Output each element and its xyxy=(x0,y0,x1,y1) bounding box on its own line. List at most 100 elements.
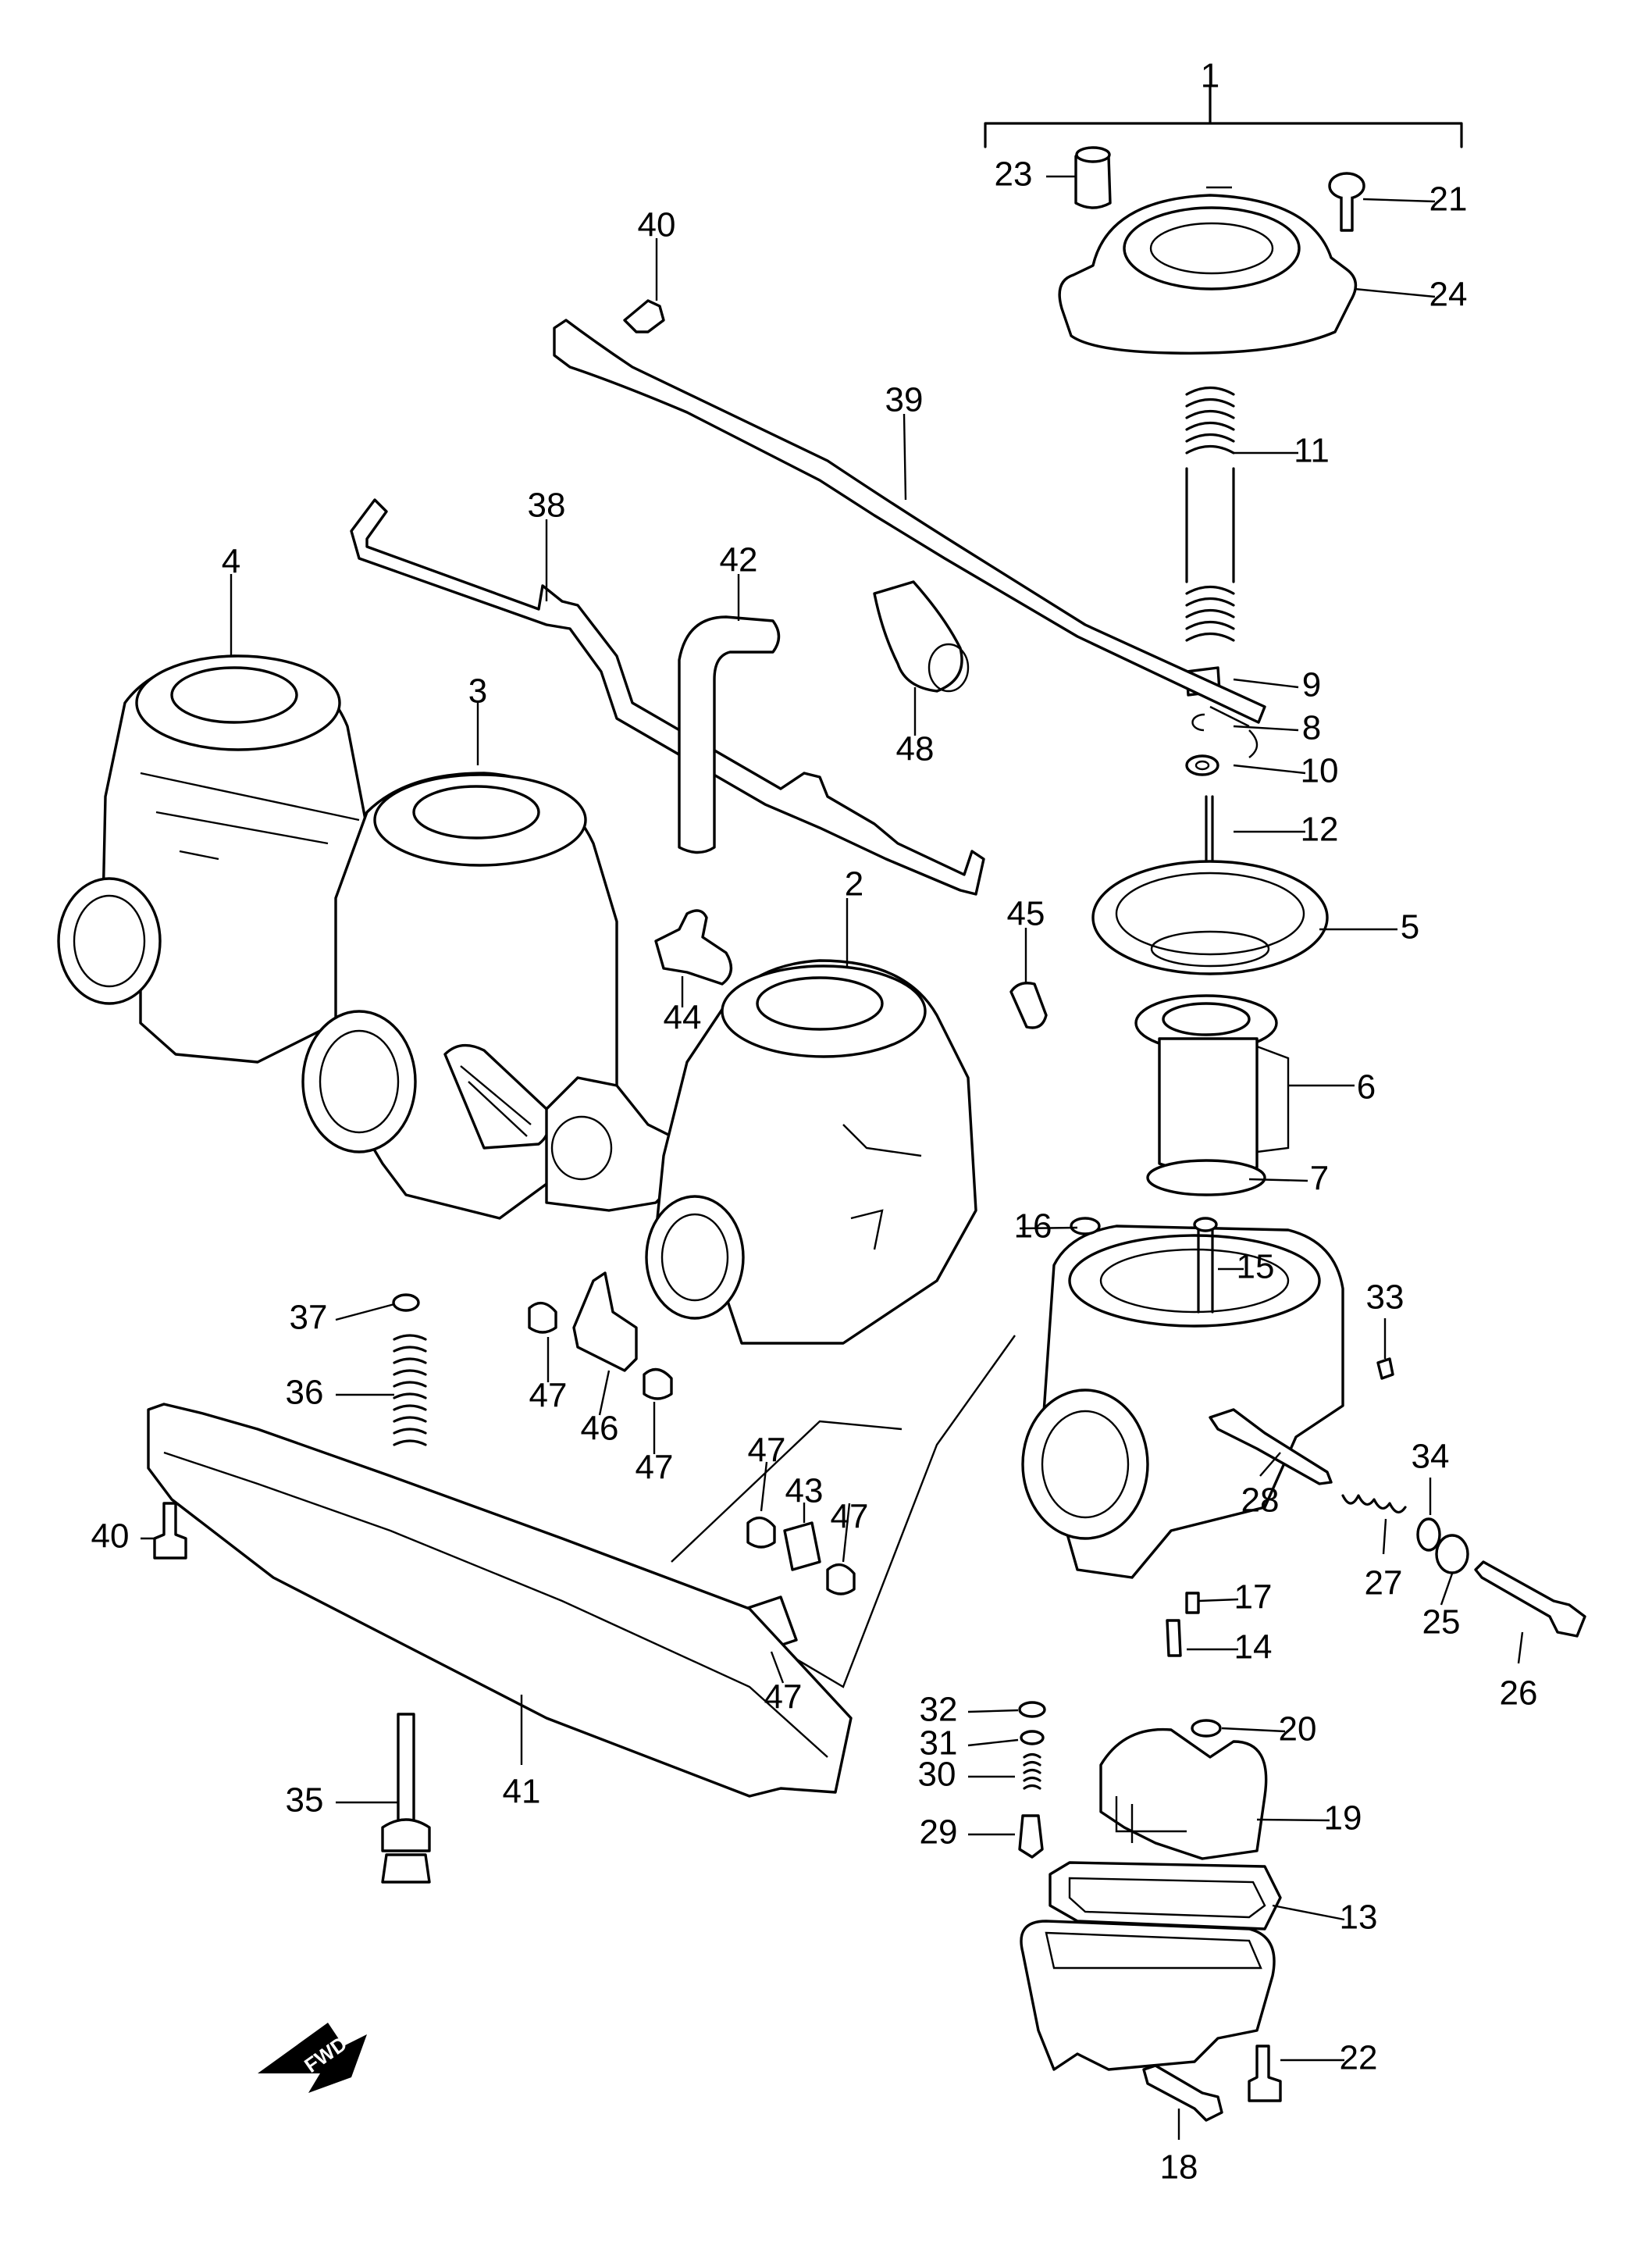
callout-label: 27 xyxy=(1365,1564,1403,1603)
callout-label: 2 xyxy=(845,865,863,904)
diagram-artwork xyxy=(57,84,1586,2122)
needle-valve-spring xyxy=(1023,1752,1041,1790)
float-chamber xyxy=(1020,1920,1276,2071)
main-jet xyxy=(1166,1619,1182,1657)
lower-mounting-plate xyxy=(147,1403,853,1798)
leader-line xyxy=(967,1709,1019,1713)
callout-label: 4 xyxy=(222,543,240,581)
callout-label: 41 xyxy=(503,1773,541,1811)
pilot-spring xyxy=(1341,1494,1407,1513)
leader-line xyxy=(903,413,907,501)
callout-label: 48 xyxy=(896,730,935,768)
long-bolt xyxy=(381,1713,431,1884)
callout-label: 10 xyxy=(1301,752,1339,790)
callout-label: 28 xyxy=(1241,1481,1280,1520)
callout-label: 16 xyxy=(1014,1207,1052,1246)
callout-label: 39 xyxy=(885,381,924,419)
cap-45 xyxy=(1009,982,1048,1029)
small-o-ring xyxy=(1070,1217,1101,1235)
callout-label: 40 xyxy=(91,1517,130,1556)
leader-line xyxy=(1233,725,1299,732)
leader-line xyxy=(1198,1598,1239,1603)
float-chamber-gasket xyxy=(1049,1861,1282,1930)
callout-label: 32 xyxy=(920,1691,958,1729)
callout-label: 29 xyxy=(920,1813,958,1852)
callout-label: 35 xyxy=(286,1781,324,1820)
callout-label: 22 xyxy=(1340,2039,1378,2077)
leader-line xyxy=(1221,1727,1286,1733)
callout-label: 26 xyxy=(1500,1674,1538,1713)
leader-line xyxy=(1259,1452,1281,1477)
callout-label: 33 xyxy=(1366,1278,1405,1317)
bolt-40-lower xyxy=(153,1502,187,1560)
leader-line xyxy=(1354,287,1436,298)
tube-43 xyxy=(783,1521,821,1571)
washer-32 xyxy=(1018,1701,1046,1718)
callout-label: 1 xyxy=(1201,57,1219,95)
cap-47c xyxy=(746,1516,776,1549)
callout-label: 8 xyxy=(1302,709,1321,747)
callout-label: 12 xyxy=(1301,811,1339,849)
cap-47d xyxy=(826,1563,856,1595)
pilot-screw xyxy=(1209,1408,1333,1485)
float-valve-o-ring xyxy=(1191,1719,1222,1738)
callout-label: 24 xyxy=(1429,276,1468,314)
callout-label: 19 xyxy=(1324,1799,1362,1838)
bolt-40-upper xyxy=(623,299,665,333)
callout-label: 18 xyxy=(1160,2148,1198,2187)
callout-label: 31 xyxy=(920,1724,958,1763)
main-jet-holder xyxy=(1185,1592,1200,1614)
drain-screw xyxy=(1142,2064,1223,2122)
callout-label: 44 xyxy=(664,999,702,1037)
vent-hose xyxy=(678,615,781,854)
hose-connector xyxy=(873,580,963,693)
leader-line xyxy=(770,1651,785,1684)
upper-mounting-plate xyxy=(553,319,1266,724)
callout-label: 9 xyxy=(1302,666,1321,704)
callout-label: 17 xyxy=(1234,1578,1273,1617)
callout-label: 47 xyxy=(529,1377,568,1415)
callout-label: 15 xyxy=(1237,1248,1275,1286)
carburetor-body-exploded xyxy=(1021,1217,1344,1579)
pilot-oring xyxy=(1435,1534,1469,1574)
callout-label: 5 xyxy=(1401,908,1419,947)
float xyxy=(1099,1727,1268,1860)
leader-line xyxy=(1440,1573,1454,1606)
callout-label: 23 xyxy=(995,155,1033,194)
callout-label: 47 xyxy=(764,1678,803,1717)
callout-label: 7 xyxy=(1310,1160,1329,1198)
callout-label: 43 xyxy=(785,1472,824,1510)
cap-fitting xyxy=(1074,146,1112,209)
cap-screw xyxy=(1328,172,1365,232)
leader-line xyxy=(335,1303,395,1321)
callout-label: 3 xyxy=(468,672,487,711)
callout-label: 21 xyxy=(1429,180,1468,219)
callout-label: 37 xyxy=(290,1299,328,1337)
callout-label: 30 xyxy=(918,1756,956,1794)
callout-label: 47 xyxy=(636,1449,674,1487)
callout-label: 34 xyxy=(1412,1438,1450,1476)
e-clip xyxy=(1191,713,1205,732)
leader-line xyxy=(1233,764,1306,775)
carburetor-top-cap xyxy=(1058,194,1358,355)
washer-ring xyxy=(1185,754,1219,776)
callout-label: 14 xyxy=(1234,1628,1273,1667)
small-pin xyxy=(1376,1357,1394,1380)
fwd-arrow xyxy=(258,2023,367,2093)
washer-31 xyxy=(1020,1730,1045,1745)
throttle-piston xyxy=(1134,994,1290,1175)
callout-label: 25 xyxy=(1422,1603,1461,1642)
pilot-washer xyxy=(1416,1517,1441,1552)
chamber-screw xyxy=(1248,2045,1282,2102)
leader-line xyxy=(1272,1904,1345,1921)
leader-line xyxy=(967,1738,1019,1747)
cap-47a xyxy=(528,1301,557,1334)
spring-washer xyxy=(392,1293,420,1312)
leader-line xyxy=(598,1370,611,1416)
callout-label: 40 xyxy=(638,206,676,244)
diaphragm-spring xyxy=(1185,387,1235,642)
callout-label: 11 xyxy=(1294,432,1330,470)
piston-ring xyxy=(1146,1159,1266,1196)
carburetor-assembly-2 xyxy=(645,959,977,1345)
